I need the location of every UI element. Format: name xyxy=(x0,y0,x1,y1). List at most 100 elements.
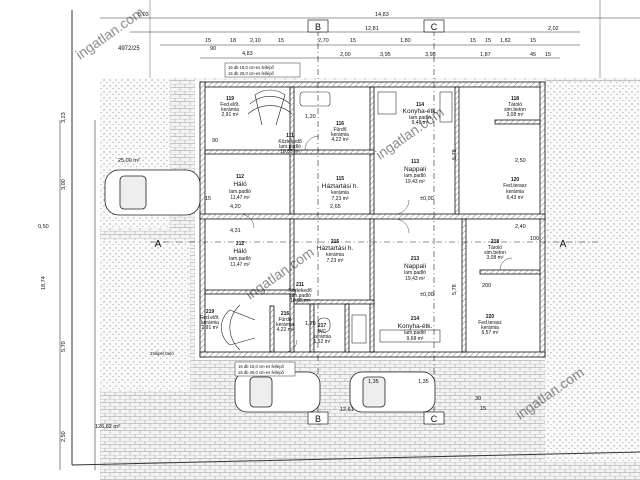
svg-text:18,74: 18,74 xyxy=(41,276,47,290)
svg-text:3,08 m²: 3,08 m² xyxy=(487,255,504,261)
svg-text:15: 15 xyxy=(485,38,491,44)
svg-text:9,68 m²: 9,68 m² xyxy=(407,336,424,342)
svg-text:kerámia: kerámia xyxy=(201,320,219,326)
svg-text:1,52 m²: 1,52 m² xyxy=(314,339,331,345)
section-marker-b-bottom: B xyxy=(315,414,321,424)
svg-text:lam.padló: lam.padló xyxy=(409,115,431,121)
svg-text:214: 214 xyxy=(411,316,420,322)
svg-text:16 db 18,0 cm-es fellépő: 16 db 18,0 cm-es fellépő xyxy=(238,364,285,369)
svg-text:1,20: 1,20 xyxy=(305,114,316,120)
svg-text:Közlekedő: Közlekedő xyxy=(288,288,312,294)
svg-text:212: 212 xyxy=(236,241,245,247)
svg-text:15: 15 xyxy=(545,52,551,58)
svg-text:Tároló: Tároló xyxy=(488,245,502,251)
svg-text:216: 216 xyxy=(281,311,290,317)
section-marker-b-top: B xyxy=(315,22,321,32)
svg-text:18: 18 xyxy=(230,38,236,44)
svg-text:15: 15 xyxy=(278,38,284,44)
svg-text:2,65: 2,65 xyxy=(330,204,341,210)
svg-text:Nappali: Nappali xyxy=(404,263,426,270)
svg-text:15 db 28,0 cm-es fellépő: 15 db 28,0 cm-es fellépő xyxy=(238,370,285,375)
svg-text:lam.padló: lam.padló xyxy=(229,189,251,195)
plot-area-label: 126,82 m² xyxy=(95,424,120,430)
svg-text:1,20: 1,20 xyxy=(305,321,316,327)
svg-text:9,48 m²: 9,48 m² xyxy=(412,120,429,126)
svg-text:10,85 m²: 10,85 m² xyxy=(280,149,300,155)
svg-text:lam.padló: lam.padló xyxy=(404,330,426,336)
svg-text:15: 15 xyxy=(530,38,536,44)
svg-text:219: 219 xyxy=(206,309,215,315)
svg-text:Háló: Háló xyxy=(233,181,247,188)
svg-text:114: 114 xyxy=(416,102,424,108)
svg-text:1,87: 1,87 xyxy=(480,52,491,58)
svg-text:10,85 m²: 10,85 m² xyxy=(290,298,310,304)
svg-text:kerámia: kerámia xyxy=(331,190,349,196)
svg-text:15: 15 xyxy=(480,406,486,412)
svg-text:2,50: 2,50 xyxy=(515,158,526,164)
svg-text:11,47 m²: 11,47 m² xyxy=(230,195,250,201)
svg-text:Fed.terasz: Fed.terasz xyxy=(503,183,527,189)
svg-text:115: 115 xyxy=(336,176,344,182)
svg-text:lam.padló: lam.padló xyxy=(229,256,251,262)
svg-text:45: 45 xyxy=(530,52,536,58)
svg-text:12,81: 12,81 xyxy=(365,26,379,32)
svg-text:100: 100 xyxy=(530,236,539,242)
svg-text:lam.padló: lam.padló xyxy=(404,270,426,276)
svg-text:4,31: 4,31 xyxy=(230,228,241,234)
svg-text:Nappali: Nappali xyxy=(404,166,426,173)
svg-text:4,22 m²: 4,22 m² xyxy=(332,137,349,143)
svg-text:90: 90 xyxy=(210,46,216,52)
svg-text:2,70: 2,70 xyxy=(318,38,329,44)
building-walls xyxy=(195,80,546,360)
svg-text:14,83: 14,83 xyxy=(375,12,389,18)
svg-text:kerámia: kerámia xyxy=(276,322,294,328)
svg-text:6,43 m²: 6,43 m² xyxy=(507,195,524,201)
svg-text:0,50: 0,50 xyxy=(38,224,49,230)
axis-markers xyxy=(307,19,445,425)
svg-text:1,35: 1,35 xyxy=(368,379,379,385)
svg-text:2,91 m²: 2,91 m² xyxy=(222,112,239,118)
svg-text:3,23: 3,23 xyxy=(61,112,67,123)
svg-text:sim.beton: sim.beton xyxy=(504,107,526,113)
svg-text:11,47 m²: 11,47 m² xyxy=(230,262,250,268)
svg-text:12,61: 12,61 xyxy=(340,407,354,413)
parking-area-label: 25,00 m² xyxy=(118,158,140,164)
svg-text:kerámia: kerámia xyxy=(221,107,239,113)
svg-text:15: 15 xyxy=(350,38,356,44)
dimension-labels-top: 5,03 14,83 12,81 2,02 15 18 2,10 15 2,70… xyxy=(118,12,559,58)
svg-text:kerámia: kerámia xyxy=(506,189,524,195)
svg-text:120: 120 xyxy=(511,177,520,183)
svg-text:lam.padló: lam.padló xyxy=(404,173,426,179)
svg-text:5,70: 5,70 xyxy=(61,341,67,352)
svg-text:4,20: 4,20 xyxy=(230,204,241,210)
svg-text:5,03: 5,03 xyxy=(138,12,149,18)
dimension-labels-left: 3,23 3,00 0,50 18,74 5,70 2,50 xyxy=(38,112,67,442)
svg-text:116: 116 xyxy=(336,121,344,127)
svg-text:90: 90 xyxy=(212,138,218,144)
svg-text:19,43 m²: 19,43 m² xyxy=(405,179,425,185)
svg-text:112: 112 xyxy=(236,174,244,180)
svg-text:4,83: 4,83 xyxy=(242,51,253,57)
svg-text:1,35: 1,35 xyxy=(418,379,429,385)
section-marker-c-bottom: C xyxy=(431,414,438,424)
section-marker-c-top: C xyxy=(431,22,438,32)
misc-labels: 25,00 m² 126,82 m² ±0,00 ±0,00 Zsilipel … xyxy=(95,114,539,430)
svg-text:7,23 m²: 7,23 m² xyxy=(327,258,344,264)
svg-text:2,10: 2,10 xyxy=(250,38,261,44)
svg-text:Konyha-étk.: Konyha-étk. xyxy=(403,108,438,115)
dimension-labels-bottom: 12,61 1,35 1,35 30 15 xyxy=(340,379,486,413)
svg-text:2,91 m²: 2,91 m² xyxy=(202,325,219,331)
door-note: Zsilipel beló xyxy=(150,351,174,356)
section-marker-a-right: A xyxy=(560,239,567,250)
